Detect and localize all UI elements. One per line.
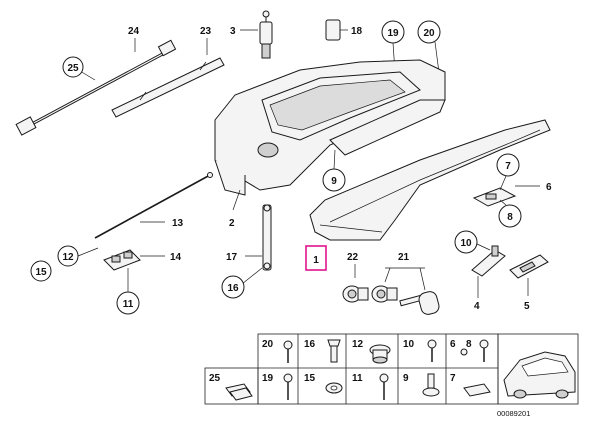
svg-text:10: 10 — [460, 238, 472, 249]
label-22: 22 — [347, 252, 359, 263]
callout-10[interactable]: 10 — [454, 230, 491, 254]
part-13-rod[interactable] — [94, 172, 213, 239]
svg-text:9: 9 — [331, 176, 337, 187]
svg-text:8: 8 — [507, 212, 513, 223]
svg-text:9: 9 — [403, 373, 409, 384]
part-18-clip[interactable] — [325, 19, 348, 41]
part-23-strip[interactable] — [111, 38, 225, 118]
grid-cell-8[interactable]: 8 — [466, 339, 489, 362]
grid-cell-15[interactable]: 15 — [304, 373, 343, 394]
label-23: 23 — [200, 26, 212, 37]
grid-cell-12[interactable]: 12 — [352, 339, 391, 364]
part-17-damper[interactable] — [241, 204, 272, 285]
svg-text:7: 7 — [450, 373, 456, 384]
svg-text:7: 7 — [505, 161, 511, 172]
svg-text:16: 16 — [304, 339, 316, 350]
svg-text:15: 15 — [35, 267, 47, 278]
callout-20[interactable]: 20 — [417, 20, 441, 81]
grid-cell-7[interactable]: 7 — [450, 373, 491, 397]
part-5-latch[interactable] — [509, 254, 549, 296]
label-5: 5 — [524, 301, 530, 312]
svg-text:11: 11 — [352, 373, 363, 384]
svg-text:25: 25 — [209, 373, 221, 384]
label-1: 1 — [313, 255, 319, 266]
callout-12[interactable]: 12 — [57, 245, 99, 267]
svg-text:12: 12 — [62, 252, 74, 263]
part-1-lid[interactable] — [309, 119, 551, 241]
svg-text:11: 11 — [123, 299, 134, 310]
part-6-bracket[interactable] — [472, 185, 540, 207]
grid-cell-20[interactable]: 20 — [262, 339, 293, 363]
grid-cell-11[interactable]: 11 — [352, 373, 389, 400]
label-24: 24 — [128, 26, 140, 37]
svg-text:16: 16 — [227, 283, 239, 294]
label-3: 3 — [230, 26, 236, 37]
grid-cell-6[interactable]: 6 — [450, 339, 468, 356]
svg-text:12: 12 — [352, 339, 364, 350]
label-21: 21 — [398, 252, 410, 263]
label-17: 17 — [226, 252, 238, 263]
diagram-id: 00089201 — [497, 409, 530, 418]
svg-text:10: 10 — [403, 339, 415, 350]
callout-19[interactable]: 19 — [381, 20, 405, 73]
svg-text:20: 20 — [262, 339, 274, 350]
small-parts-grid — [204, 333, 579, 405]
part-14-bracket[interactable] — [103, 249, 165, 292]
grid-cell-16[interactable]: 16 — [304, 339, 341, 363]
grid-cell-19[interactable]: 19 — [262, 373, 293, 400]
callout-25[interactable]: 25 — [62, 56, 84, 78]
label-6: 6 — [546, 182, 552, 193]
label-4: 4 — [474, 301, 480, 312]
svg-text:15: 15 — [304, 373, 316, 384]
part-24-cable[interactable] — [15, 38, 177, 136]
svg-text:8: 8 — [466, 339, 472, 350]
svg-text:19: 19 — [262, 373, 274, 384]
label-18: 18 — [351, 26, 363, 37]
callout-7[interactable]: 7 — [496, 153, 520, 191]
callout-11[interactable]: 11 — [116, 291, 140, 315]
label-14: 14 — [170, 252, 182, 263]
label-1-highlight[interactable]: 1 — [305, 245, 327, 271]
svg-text:6: 6 — [450, 339, 456, 350]
part-4-hinge[interactable] — [471, 245, 506, 298]
part-22-lock-cylinder[interactable] — [342, 264, 369, 303]
callout-16[interactable]: 16 — [221, 275, 245, 299]
grid-cell-25[interactable]: 25 — [209, 373, 253, 401]
part-21-lock-set[interactable] — [371, 267, 441, 316]
svg-text:20: 20 — [423, 28, 435, 39]
part-3-actuator[interactable] — [240, 10, 273, 59]
vehicle-silhouette-icon — [503, 351, 576, 399]
callout-8[interactable]: 8 — [498, 199, 522, 228]
part-2-housing[interactable] — [214, 59, 446, 211]
svg-text:19: 19 — [387, 28, 399, 39]
grid-cell-10[interactable]: 10 — [403, 339, 437, 362]
label-2: 2 — [229, 218, 235, 229]
svg-text:25: 25 — [67, 63, 79, 74]
callout-15[interactable]: 15 — [30, 260, 52, 282]
label-13: 13 — [172, 218, 184, 229]
callout-9[interactable]: 9 — [322, 149, 346, 192]
grid-cell-9[interactable]: 9 — [403, 373, 440, 397]
